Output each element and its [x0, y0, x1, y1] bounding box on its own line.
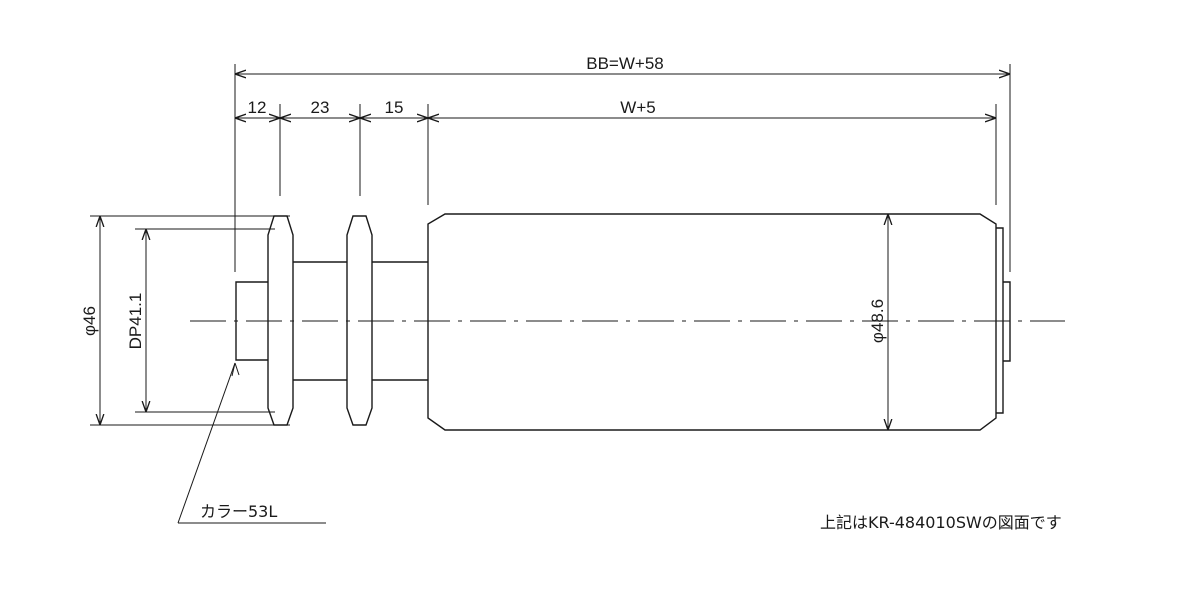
collar-leader: カラー53L	[177, 362, 326, 524]
dim-collar-label: 12	[248, 98, 267, 117]
dim-flange-diameter-label: φ46	[80, 306, 99, 336]
dim-overall-label: BB=W+58	[586, 54, 664, 73]
roller-tube	[427, 213, 997, 431]
dim-pitch-diameter-label: DP41.1	[126, 293, 145, 350]
dim-gap-label: 23	[311, 98, 330, 117]
dimension-row-2: 12 23 15 W+5	[235, 98, 996, 118]
drawing-note: 上記はKR-484010SWの図面です	[820, 513, 1062, 532]
dim-tube-length-label: W+5	[620, 98, 655, 117]
dim-offset-label: 15	[385, 98, 404, 117]
collar-callout-text: カラー53L	[200, 502, 277, 521]
dim-tube-diameter-label: φ48.6	[868, 299, 887, 343]
dimension-overall: BB=W+58	[235, 54, 1010, 74]
dimension-tube-diameter: φ48.6	[868, 214, 888, 430]
roller-body	[235, 213, 1011, 431]
sprocket-flange-right	[346, 215, 373, 426]
dimension-flange-diameter: φ46	[80, 216, 100, 425]
dimension-pitch-diameter: DP41.1	[126, 229, 146, 412]
